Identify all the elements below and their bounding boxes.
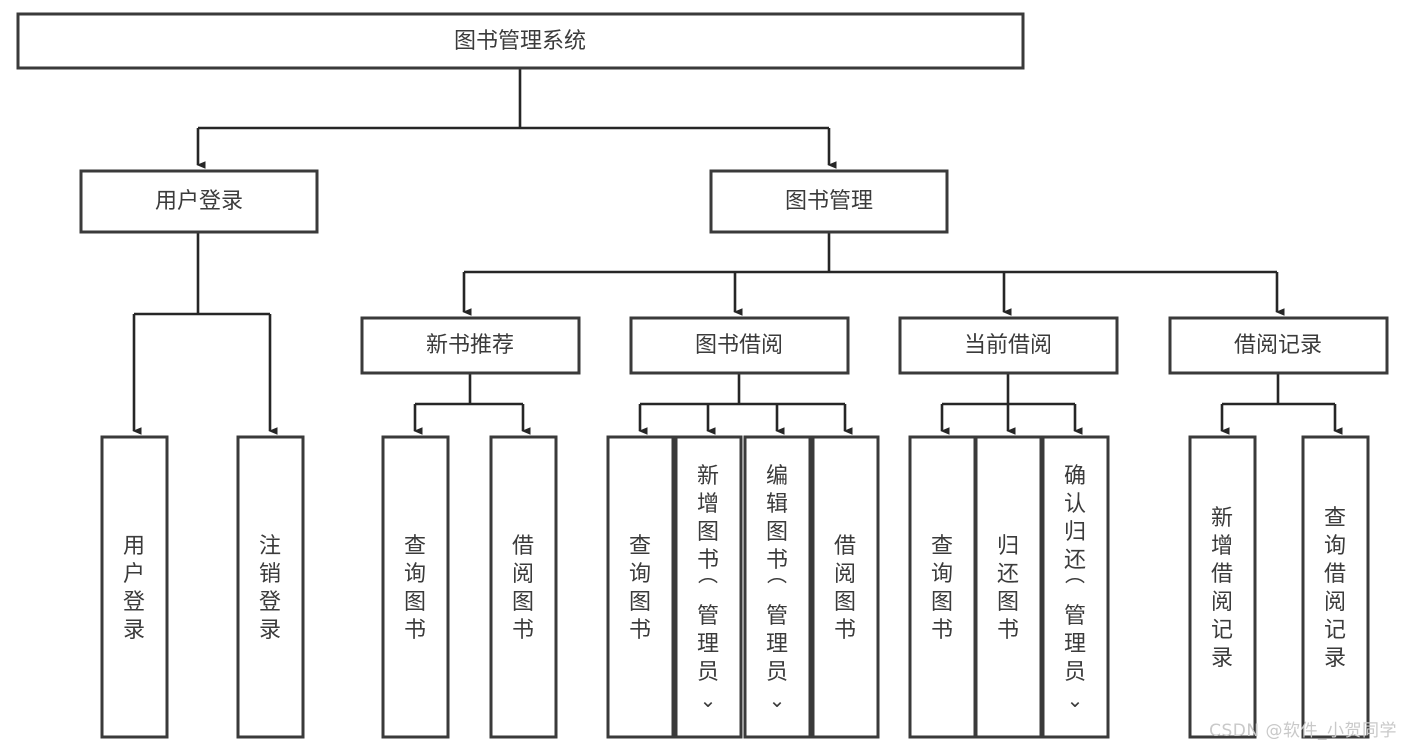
node-book-borrow-label: 图书借阅: [695, 333, 783, 358]
leaf-box[interactable]: [1041, 435, 1110, 739]
node-current-borrow-label: 当前借阅: [964, 333, 1052, 358]
leaf-box[interactable]: [908, 435, 977, 739]
leaf-label: 归还图书: [997, 534, 1019, 643]
leaf-label: 编辑图书⌒管理员⌄: [766, 464, 788, 712]
node-new-book-recommend-box[interactable]: [360, 316, 581, 375]
node-borrow-record-label: 借阅记录: [1234, 333, 1322, 358]
node-user-login-label: 用户登录: [155, 189, 243, 214]
node-user-login[interactable]: 用户登录: [79, 169, 319, 234]
leaf-box[interactable]: [811, 435, 880, 739]
leaf-label: 借阅图书: [834, 534, 856, 643]
leaf-book-borrow-2[interactable]: 新增图书⌒管理员⌄: [674, 435, 743, 739]
leaf-label: 查询借阅记录: [1324, 506, 1346, 671]
leaf-box[interactable]: [743, 435, 812, 739]
leaf-label: 用户登录: [123, 534, 145, 643]
node-borrow-record-box[interactable]: [1168, 316, 1389, 375]
leaf-box[interactable]: [606, 435, 675, 739]
leaf-book-borrow-4[interactable]: 借阅图书: [811, 435, 880, 739]
leaf-label: 注销登录: [259, 534, 281, 643]
leaf-label: 查询图书: [404, 534, 426, 643]
leaf-box[interactable]: [674, 435, 743, 739]
leaf-current-borrow-3[interactable]: 确认归还⌒管理员⌄: [1041, 435, 1110, 739]
leaf-box[interactable]: [974, 435, 1043, 739]
leaf-label: 新增图书⌒管理员⌄: [697, 464, 719, 712]
leaf-box[interactable]: [100, 435, 169, 739]
node-root-box[interactable]: [16, 12, 1025, 70]
leaf-new-book-recommend-1[interactable]: 查询图书: [381, 435, 450, 739]
leaf-box[interactable]: [236, 435, 305, 739]
leaf-label: 借阅图书: [512, 534, 534, 643]
leaf-current-borrow-2[interactable]: 归还图书: [974, 435, 1043, 739]
leaf-label: 确认归还⌒管理员⌄: [1064, 464, 1086, 712]
node-root-label: 图书管理系统: [454, 29, 586, 54]
node-new-book-recommend[interactable]: 新书推荐: [360, 316, 581, 375]
leaf-new-book-recommend-2[interactable]: 借阅图书: [489, 435, 558, 739]
leaf-book-borrow-1[interactable]: 查询图书: [606, 435, 675, 739]
leaf-label: 查询图书: [931, 534, 953, 643]
node-root[interactable]: 图书管理系统: [16, 12, 1025, 70]
edges-layer: [132, 68, 1343, 435]
leaf-current-borrow-1[interactable]: 查询图书: [908, 435, 977, 739]
node-borrow-record[interactable]: 借阅记录: [1168, 316, 1389, 375]
node-book-manage-box[interactable]: [709, 169, 949, 234]
node-book-manage-label: 图书管理: [785, 189, 873, 214]
leaf-borrow-record-1[interactable]: 新增借阅记录: [1188, 435, 1257, 739]
leaf-user-login-2[interactable]: 注销登录: [236, 435, 305, 739]
leaf-box[interactable]: [489, 435, 558, 739]
leaf-box[interactable]: [1188, 435, 1257, 739]
leaf-box[interactable]: [381, 435, 450, 739]
leaf-label: 新增借阅记录: [1211, 506, 1233, 671]
leaf-borrow-record-2[interactable]: 查询借阅记录: [1301, 435, 1370, 739]
leaf-label: 查询图书: [629, 534, 651, 643]
csdn-watermark: CSDN @软件_小贺同学: [1209, 721, 1397, 741]
node-current-borrow[interactable]: 当前借阅: [898, 316, 1119, 375]
leaf-box[interactable]: [1301, 435, 1370, 739]
node-book-borrow[interactable]: 图书借阅: [629, 316, 850, 375]
node-book-manage[interactable]: 图书管理: [709, 169, 949, 234]
leaf-user-login-1[interactable]: 用户登录: [100, 435, 169, 739]
node-new-book-recommend-label: 新书推荐: [426, 333, 514, 358]
node-current-borrow-box[interactable]: [898, 316, 1119, 375]
node-user-login-box[interactable]: [79, 169, 319, 234]
node-book-borrow-box[interactable]: [629, 316, 850, 375]
leaf-book-borrow-3[interactable]: 编辑图书⌒管理员⌄: [743, 435, 812, 739]
